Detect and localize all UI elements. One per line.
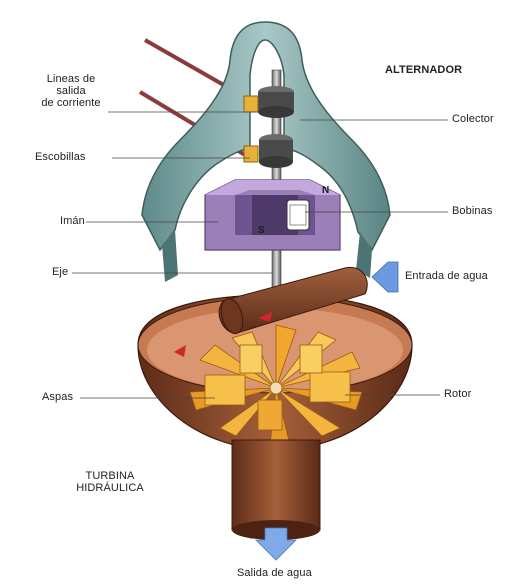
label-lineas-line1: Lineas de: [30, 73, 112, 85]
label-turbina-line2: HIDRÁULICA: [60, 482, 160, 494]
magnet-s-label: S: [258, 225, 265, 236]
label-entrada-de-agua: Entrada de agua: [405, 270, 488, 282]
label-eje: Eje: [52, 266, 68, 278]
magnet: N S: [205, 180, 340, 250]
label-alternador: ALTERNADOR: [385, 64, 462, 76]
outlet-pipe: [232, 440, 320, 540]
label-escobillas: Escobillas: [35, 151, 86, 163]
label-bobinas: Bobinas: [452, 205, 492, 217]
magnet-n-label: N: [322, 185, 329, 196]
label-rotor: Rotor: [444, 388, 471, 400]
water-inlet-arrow: [372, 262, 398, 292]
label-aspas: Aspas: [42, 391, 73, 403]
label-lineas-de-salida: Lineas de salida de corriente: [30, 73, 112, 109]
label-lineas-line2: salida: [30, 85, 112, 97]
label-turbina-hidraulica: TURBINA HIDRÁULICA: [60, 470, 160, 494]
coils: [287, 200, 309, 230]
label-lineas-line3: de corriente: [30, 97, 112, 109]
label-iman: Imán: [60, 215, 85, 227]
label-salida-de-agua: Salida de agua: [237, 567, 312, 579]
label-colector: Colector: [452, 113, 494, 125]
label-turbina-line1: TURBINA: [60, 470, 160, 482]
